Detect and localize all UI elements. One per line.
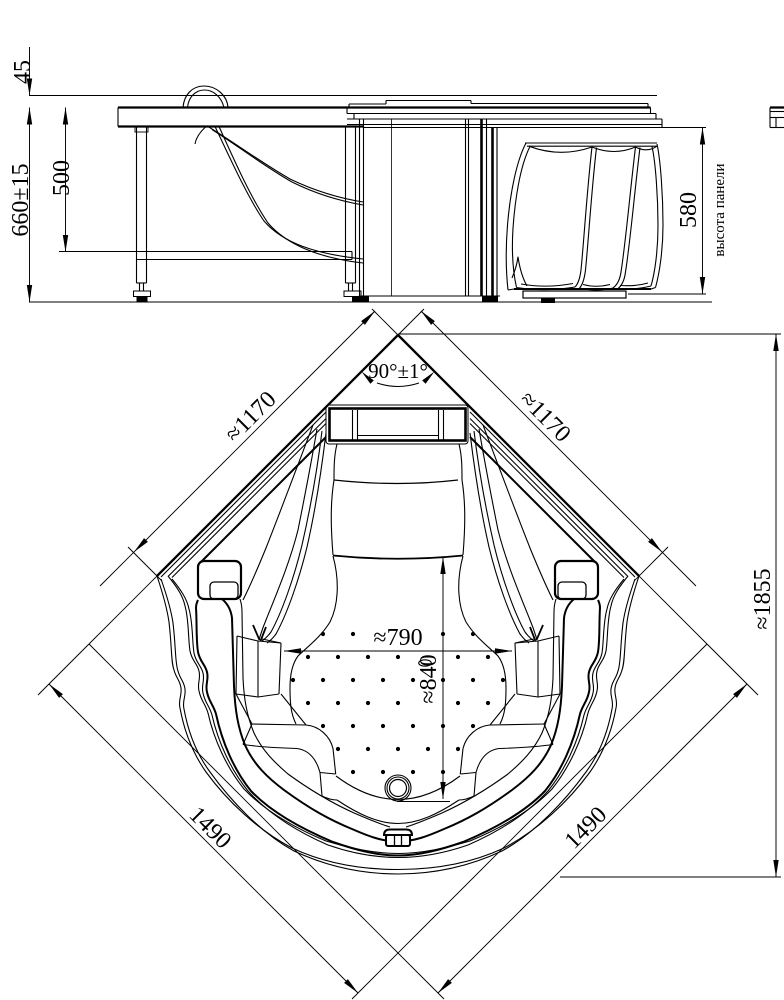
svg-text:высота панели: высота панели [712,163,728,256]
svg-text:45: 45 [10,60,36,84]
svg-text:500: 500 [49,160,75,196]
svg-text:≈1855: ≈1855 [750,568,776,629]
svg-text:580: 580 [676,192,702,228]
svg-text:≈840: ≈840 [416,654,442,703]
svg-text:90°±1°: 90°±1° [368,359,428,383]
svg-text:≈790: ≈790 [373,625,422,651]
svg-text:660±15: 660±15 [8,163,34,236]
